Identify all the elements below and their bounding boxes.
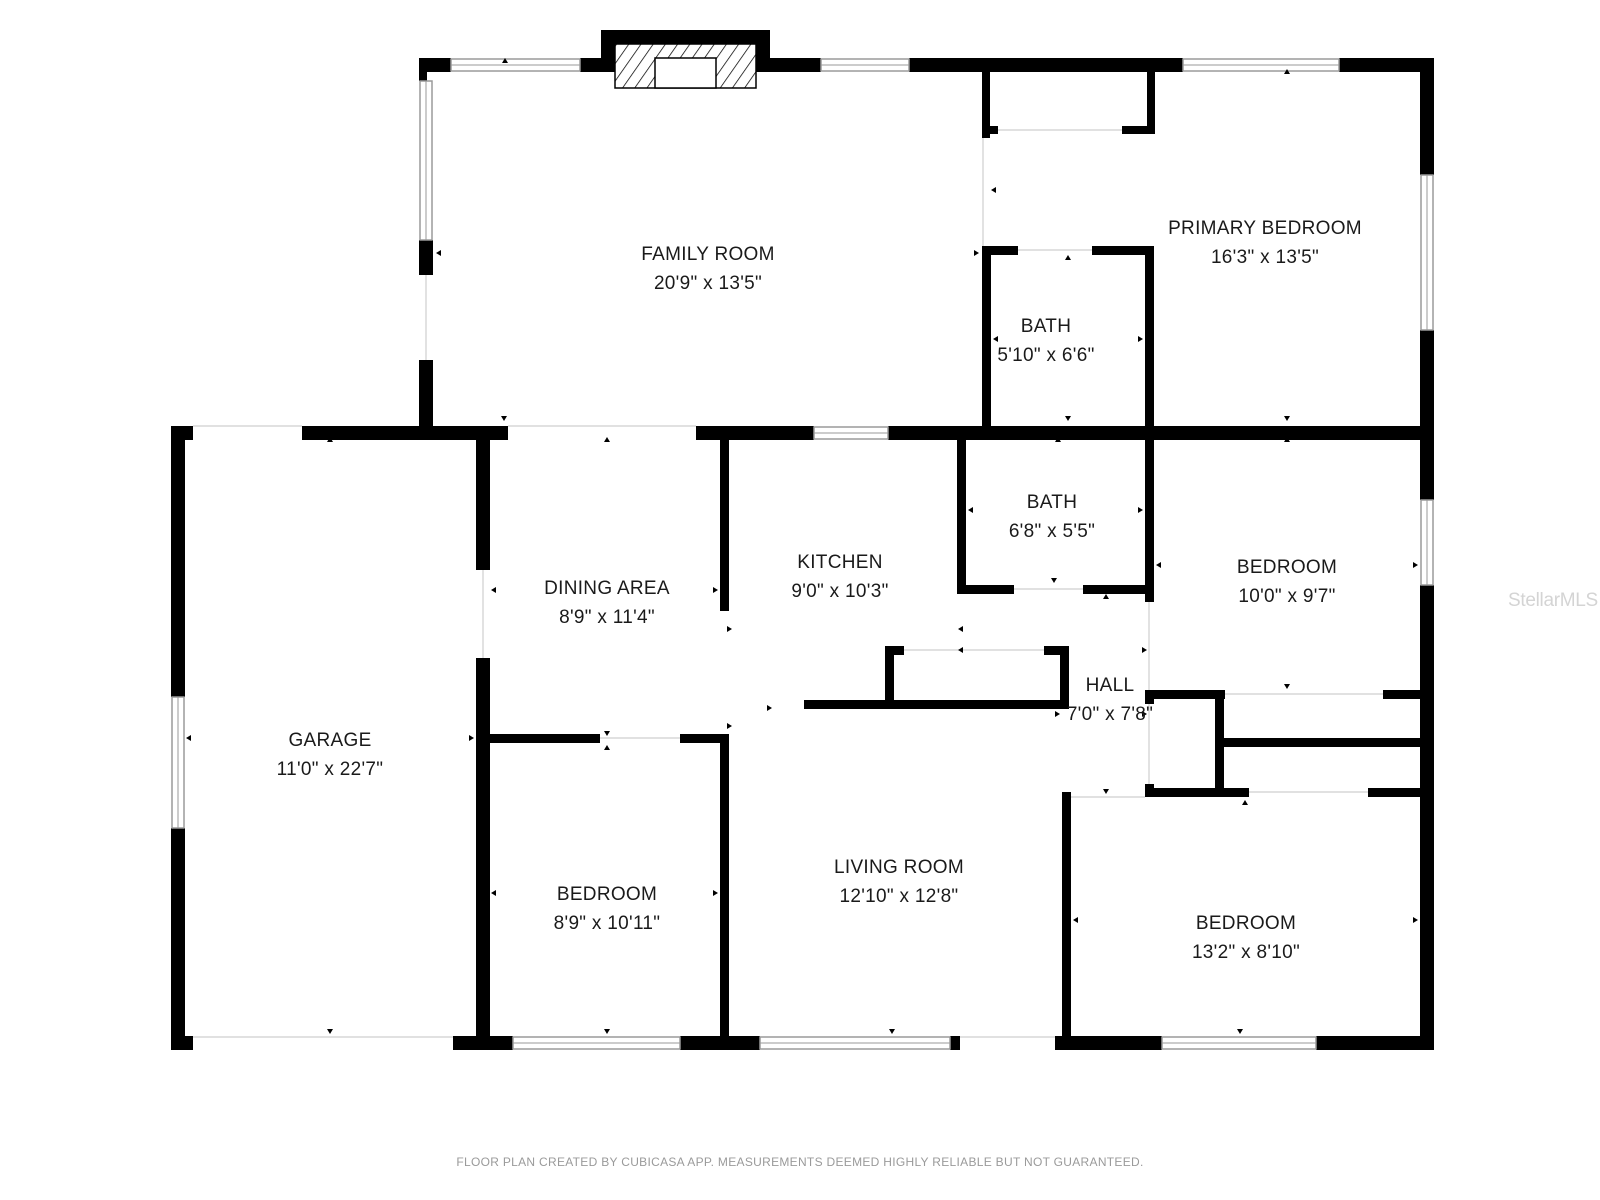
bedroom-west-dims: 8'9" x 10'11" [553, 913, 661, 934]
bath-2-name: BATH [1026, 492, 1078, 513]
bedroom-east-dims: 10'0" x 9'7" [1238, 586, 1336, 607]
wall [1092, 246, 1154, 255]
window-inner-lines [177, 64, 1428, 1044]
wall [1339, 58, 1434, 72]
wall [982, 126, 998, 134]
walls [171, 30, 1434, 1050]
bedroom-east-label: BEDROOM 10'0" x 9'7" [1237, 553, 1337, 611]
wall [982, 246, 1018, 255]
bedroom-west-label: BEDROOM 8'9" x 10'11" [554, 880, 661, 938]
hall-name: HALL [1085, 675, 1135, 696]
hall-dims: 7'0" x 7'8" [1066, 704, 1154, 725]
wall [419, 360, 433, 440]
bedroom-southeast-dims: 13'2" x 8'10" [1191, 942, 1301, 963]
wall [419, 58, 451, 72]
wall [1145, 690, 1225, 699]
wall [1062, 792, 1071, 1050]
wall [950, 1036, 960, 1050]
wall [419, 240, 433, 275]
bath-1-name: BATH [1020, 316, 1072, 337]
kitchen-label: KITCHEN 9'0" x 10'3" [791, 548, 888, 606]
bedroom-southeast-label: BEDROOM 13'2" x 8'10" [1192, 909, 1300, 967]
garage-dims: 11'0" x 22'7" [276, 759, 384, 780]
primary-bedroom-label: PRIMARY BEDROOM 16'3" x 13'5" [1168, 214, 1362, 272]
wall [885, 646, 904, 655]
family-room-name: FAMILY ROOM [641, 244, 775, 265]
wall [171, 828, 185, 1050]
primary-bedroom-name: PRIMARY BEDROOM [1168, 218, 1362, 239]
bath-2-dims: 6'8" x 5'5" [1008, 521, 1096, 542]
wall [1316, 1036, 1434, 1050]
garage-name: GARAGE [288, 730, 372, 751]
wall [1215, 738, 1434, 747]
primary-bedroom-dims: 16'3" x 13'5" [1210, 247, 1320, 268]
wall [601, 30, 770, 44]
wall [720, 426, 729, 611]
wall [696, 426, 814, 440]
watermark: StellarMLS [1508, 590, 1598, 611]
family-room-label: FAMILY ROOM 20'9" x 13'5" [641, 240, 775, 298]
kitchen-dims: 9'0" x 10'3" [791, 581, 889, 602]
wall [982, 246, 991, 436]
wall [888, 426, 1434, 440]
wall [1383, 690, 1434, 699]
wall [1420, 58, 1434, 175]
kitchen-name: KITCHEN [797, 552, 883, 573]
living-room-name: LIVING ROOM [834, 857, 964, 878]
wall [302, 426, 508, 440]
wall [476, 426, 490, 570]
wall [1420, 585, 1434, 1050]
wall [720, 734, 729, 1050]
bedroom-east-name: BEDROOM [1236, 557, 1338, 578]
wall [1083, 585, 1154, 594]
dimension-markers [186, 58, 1418, 1034]
garage-label: GARAGE 11'0" x 22'7" [277, 726, 384, 784]
dining-area-name: DINING AREA [544, 578, 670, 599]
family-room-dims: 20'9" x 13'5" [653, 273, 763, 294]
wall [1122, 126, 1155, 134]
wall [476, 734, 600, 743]
hall-label: HALL 7'0" x 7'8" [1067, 671, 1153, 729]
wall [680, 734, 729, 743]
dining-area-label: DINING AREA 8'9" x 11'4" [544, 574, 670, 632]
living-room-label: LIVING ROOM 12'10" x 12'8" [834, 853, 964, 911]
wall [171, 426, 185, 697]
wall [1145, 426, 1154, 602]
wall [885, 646, 894, 708]
wall [1368, 788, 1434, 797]
dining-area-dims: 8'9" x 11'4" [559, 607, 655, 628]
fireplace [614, 43, 757, 89]
wall [601, 30, 615, 72]
wall [1060, 646, 1069, 708]
wall [957, 426, 966, 593]
wall [1055, 1036, 1162, 1050]
bath-1-label: BATH 5'10" x 6'6" [997, 312, 1094, 370]
bedroom-west-name: BEDROOM [556, 884, 658, 905]
wall [1420, 330, 1434, 500]
disclaimer-footer: FLOOR PLAN CREATED BY CUBICASA APP. MEAS… [456, 1155, 1144, 1169]
wall [171, 1036, 193, 1050]
bedroom-southeast-name: BEDROOM [1195, 913, 1297, 934]
openings [193, 129, 1383, 1038]
wall [476, 658, 490, 1050]
living-room-dims: 12'10" x 12'8" [839, 886, 959, 907]
wall [804, 700, 1069, 709]
bath-2-label: BATH 6'8" x 5'5" [1009, 488, 1095, 546]
wall [756, 58, 821, 72]
wall [580, 58, 603, 72]
wall [982, 58, 990, 138]
wall [1147, 58, 1155, 134]
wall [1044, 646, 1069, 655]
wall [1145, 246, 1154, 436]
wall [680, 1036, 760, 1050]
bath-1-dims: 5'10" x 6'6" [997, 345, 1095, 366]
wall [957, 585, 1014, 594]
wall [1145, 788, 1249, 797]
wall [909, 58, 1183, 72]
